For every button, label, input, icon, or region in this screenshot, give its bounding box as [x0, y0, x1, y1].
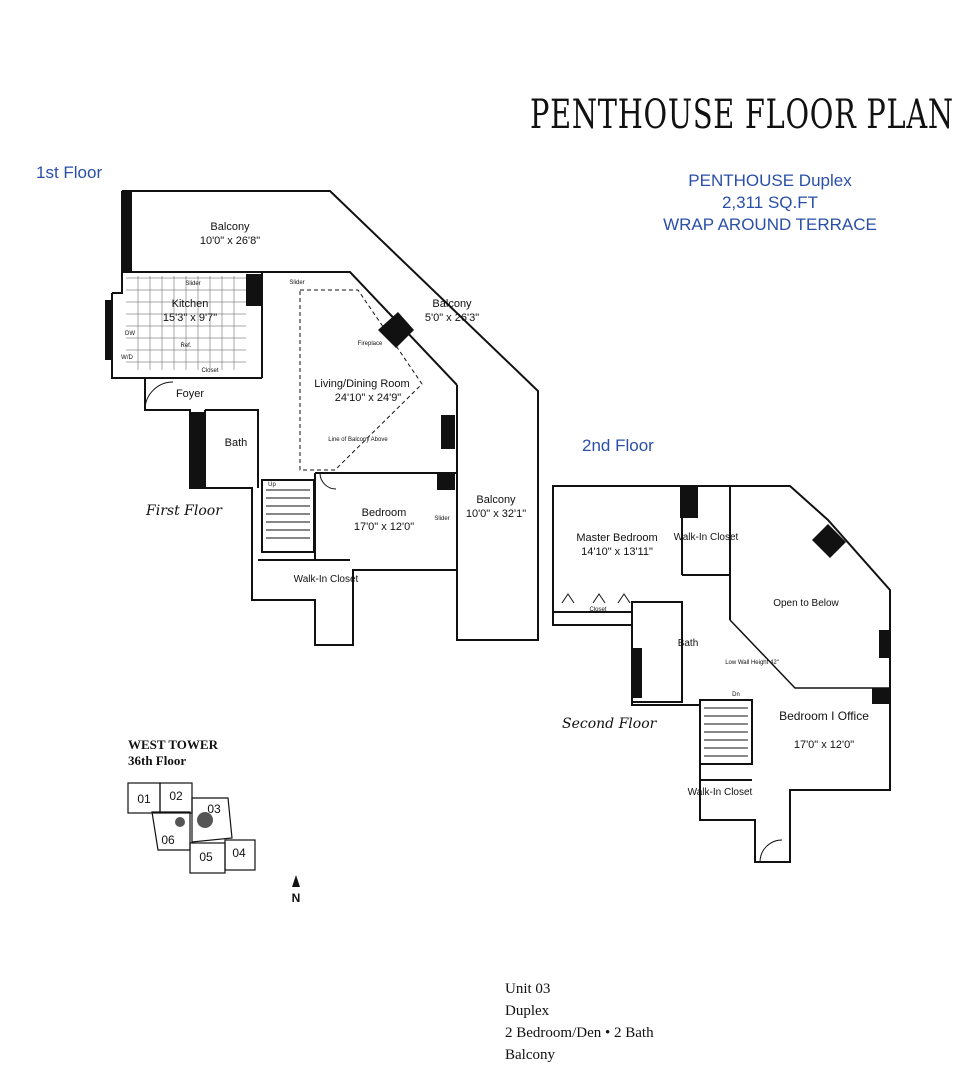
label-low-wall: Low Wall Height 42": [725, 660, 779, 666]
unit-summary: PENTHOUSE Duplex 2,311 SQ.FT WRAP AROUND…: [640, 170, 900, 236]
room-bedroom-dims: 17'0" x 12'0": [354, 521, 414, 533]
room-walkin-bottom-name: Walk-In Closet: [688, 787, 753, 798]
label-slider-kitchen: Slider: [185, 281, 200, 287]
tower-unit-03: 03: [207, 802, 221, 816]
room-open-name: Open to Below: [773, 598, 839, 609]
label-dw: DW: [125, 331, 135, 337]
tower-unit-06: 06: [161, 833, 175, 847]
label-closet-first: Closet: [201, 368, 218, 374]
room-living-name: Living/Dining Room: [314, 378, 409, 390]
tower-label: WEST TOWER 36th Floor: [128, 737, 218, 769]
label-fireplace: Fireplace: [358, 341, 383, 347]
room-walkin-top-name: Walk-In Closet: [674, 532, 739, 543]
label-up: Up: [268, 482, 276, 488]
room-office-name: Bedroom I Office: [779, 709, 869, 723]
first-floor-script-label: First Floor: [146, 503, 222, 519]
room-walkin-name: Walk-In Closet: [294, 574, 359, 585]
room-bedroom-name: Bedroom: [362, 507, 407, 519]
room-kitchen-dims: 15'3" x 9'7": [163, 312, 217, 324]
label-slider-top: Slider: [289, 280, 304, 286]
label-slider-bedroom: Slider: [434, 516, 449, 522]
unit-number: Unit 03: [505, 981, 551, 997]
room-bath-name: Bath: [225, 437, 248, 449]
second-floor-script-label: Second Floor: [562, 716, 657, 732]
room-balcony-angled-dims: 5'0" x 26'3": [425, 312, 479, 324]
second-floor-heading: 2nd Floor: [582, 436, 654, 455]
room-master-dims: 14'10" x 13'11": [581, 546, 653, 558]
room-balcony-right-dims: 10'0" x 32'1": [466, 508, 526, 520]
room-master-name: Master Bedroom: [576, 532, 657, 544]
unit-details: Unit 03 Duplex 2 Bedroom/Den • 2 Bath Ba…: [505, 978, 654, 1066]
label-dn: Dn: [732, 692, 740, 698]
room-office-dims: 17'0" x 12'0": [794, 739, 854, 751]
unit-type: Duplex: [505, 1003, 550, 1019]
label-ref: Ref.: [180, 343, 191, 349]
room-balcony-right-name: Balcony: [476, 494, 516, 506]
room-bath2-name: Bath: [678, 638, 699, 649]
first-floor-outer-wall: [122, 190, 539, 641]
room-balcony-top-name: Balcony: [210, 221, 250, 233]
unit-rooms: 2 Bedroom/Den • 2 Bath: [505, 1025, 654, 1041]
label-line-of-balcony: Line of Balcony Above: [328, 437, 388, 443]
summary-type: PENTHOUSE Duplex: [688, 171, 852, 190]
tower-name: WEST TOWER: [128, 737, 218, 752]
tower-unit-02: 02: [169, 789, 183, 803]
room-balcony-top-dims: 10'0" x 26'8": [200, 235, 260, 247]
room-kitchen-name: Kitchen: [172, 298, 209, 310]
room-living-dims: 24'10" x 24'9": [335, 392, 402, 404]
room-balcony-angled-name: Balcony: [432, 298, 472, 310]
plan-title: PENTHOUSE FLOOR PLAN: [530, 92, 954, 138]
tower-unit-05: 05: [199, 850, 213, 864]
room-foyer-name: Foyer: [176, 388, 204, 400]
summary-area: 2,311 SQ.FT: [721, 193, 819, 212]
tower-unit-01: 01: [137, 792, 151, 806]
summary-terrace: WRAP AROUND TERRACE: [663, 215, 877, 234]
tower-unit-04: 04: [232, 846, 246, 860]
first-floor-heading: 1st Floor: [36, 163, 103, 182]
unit-balcony: Balcony: [505, 1047, 555, 1063]
label-wd: W/D: [121, 355, 133, 361]
tower-floor: 36th Floor: [128, 753, 187, 768]
north-label: N: [292, 891, 301, 905]
label-closet-second: Closet: [589, 607, 606, 613]
